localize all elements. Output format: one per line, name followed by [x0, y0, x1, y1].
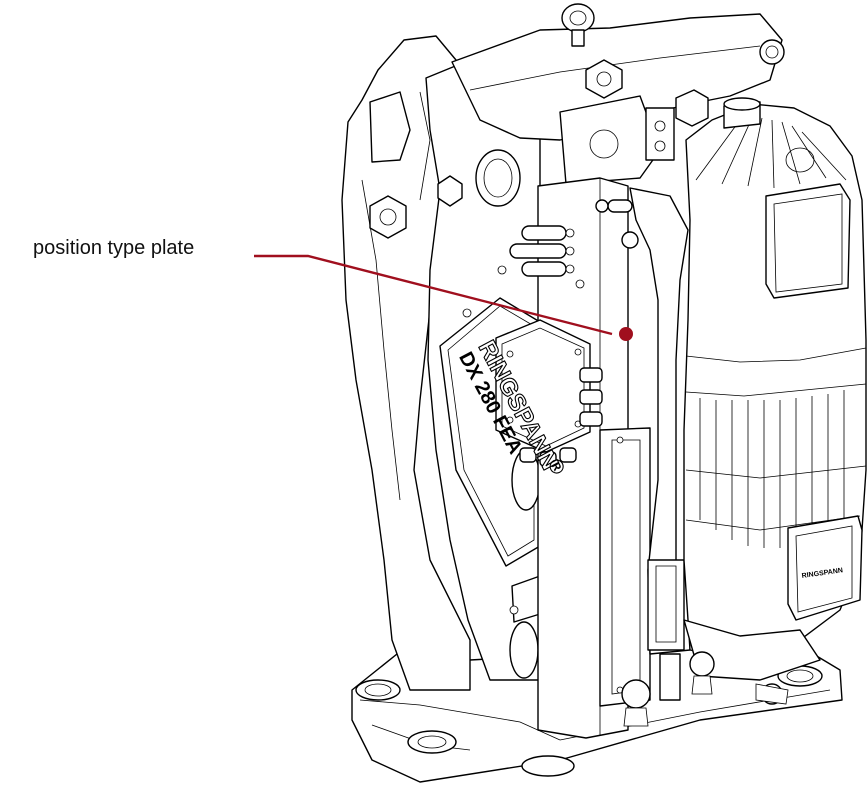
top-linkage: [451, 3, 785, 185]
bottom-fittings: [621, 651, 789, 727]
callout-label: position type plate: [33, 237, 195, 259]
cable-glands: [519, 367, 603, 467]
motor: RINGSPANN: [683, 97, 867, 681]
junction-box: [495, 319, 603, 467]
callout-marker: [619, 327, 633, 341]
push-rod: [629, 187, 691, 701]
callout-line: [254, 254, 613, 336]
left-brake-arm: [341, 35, 471, 691]
callout-leader: [254, 254, 633, 341]
limit-switch-fittings: [497, 225, 585, 289]
thruster-column: [497, 177, 651, 739]
